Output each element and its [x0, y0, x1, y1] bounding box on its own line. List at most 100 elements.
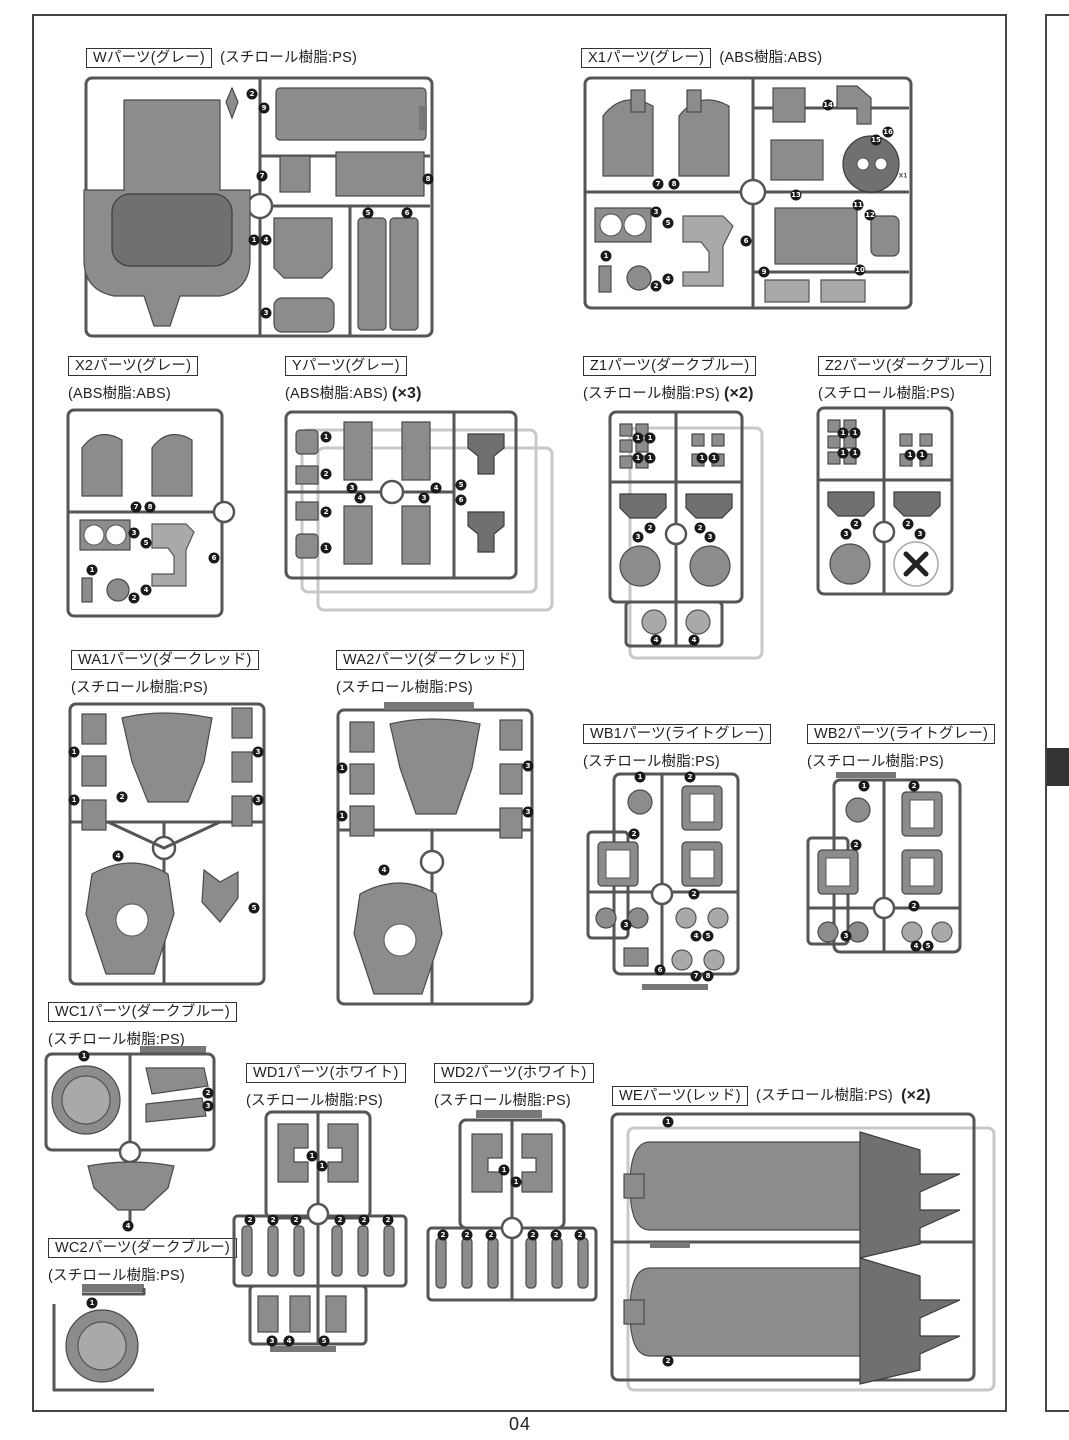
- part-number-marker: 2: [246, 88, 258, 100]
- sheet-name: WB1パーツ(ライトグレー): [583, 724, 772, 744]
- svg-text:3: 3: [654, 208, 659, 216]
- part-number-marker: 1: [849, 427, 861, 439]
- sheet-name: Z1パーツ(ダークブルー): [583, 356, 757, 376]
- part-number-marker: 5: [362, 207, 374, 219]
- runner-z2: [816, 406, 954, 596]
- part-number-marker: 15: [870, 134, 882, 146]
- svg-text:2: 2: [906, 520, 911, 528]
- part-number-marker: 1: [336, 762, 348, 774]
- part-number-marker: 1: [632, 432, 644, 444]
- sheet-header-wa2: WA2パーツ(ダークレッド) (スチロール樹脂:PS): [336, 650, 524, 697]
- svg-text:2: 2: [271, 1216, 276, 1224]
- part-number-marker: 3: [522, 760, 534, 772]
- sheet-material: (スチロール樹脂:PS): [48, 1268, 185, 1284]
- svg-text:2: 2: [912, 782, 917, 790]
- part-number-marker: 2: [128, 592, 140, 604]
- sheet-name: WB2パーツ(ライトグレー): [807, 724, 996, 744]
- svg-text:1: 1: [666, 1118, 671, 1126]
- svg-text:1: 1: [841, 449, 846, 457]
- part-number-marker: 9: [258, 102, 270, 114]
- part-number-marker: 2: [202, 1087, 214, 1099]
- part-number-marker: 3: [704, 531, 716, 543]
- runner-wb2: [806, 772, 962, 954]
- adjacent-page-frame: [1045, 14, 1069, 1412]
- part-number-marker: 4: [910, 940, 922, 952]
- part-number-marker: 2: [437, 1229, 449, 1241]
- svg-text:5: 5: [459, 481, 464, 489]
- sheet-multiplier: (×2): [901, 1087, 931, 1104]
- part-number-marker: 5: [922, 940, 934, 952]
- part-number-marker: 12: [864, 209, 876, 221]
- svg-text:1: 1: [648, 434, 653, 442]
- part-number-marker: 1: [248, 234, 260, 246]
- svg-text:4: 4: [692, 636, 697, 644]
- svg-text:1: 1: [72, 796, 77, 804]
- svg-text:1: 1: [252, 236, 257, 244]
- sheet-header-wc1: WC1パーツ(ダークブルー) (スチロール樹脂:PS): [48, 1002, 237, 1049]
- sheet-material: (ABS樹脂:ABS): [285, 386, 388, 402]
- svg-text:1: 1: [604, 252, 609, 260]
- svg-text:4: 4: [116, 852, 121, 860]
- svg-text:2: 2: [362, 1216, 367, 1224]
- svg-text:1: 1: [72, 748, 77, 756]
- svg-text:6: 6: [658, 966, 663, 974]
- sheet-material: (スチロール樹脂:PS): [71, 680, 208, 696]
- part-number-marker: 1: [320, 542, 332, 554]
- svg-text:2: 2: [324, 470, 329, 478]
- sheet-header-z1: Z1パーツ(ダークブルー) (スチロール樹脂:PS)(×2): [583, 356, 757, 403]
- svg-text:3: 3: [636, 533, 641, 541]
- svg-text:4: 4: [358, 494, 363, 502]
- svg-text:3: 3: [624, 921, 629, 929]
- sheet-header-y: Yパーツ(グレー) (ABS樹脂:ABS)(×3): [285, 356, 422, 403]
- sheet-material: (スチロール樹脂:PS): [755, 1088, 893, 1104]
- svg-text:2: 2: [666, 1357, 671, 1365]
- svg-text:2: 2: [854, 520, 859, 528]
- part-number-marker: 4: [283, 1335, 295, 1347]
- svg-text:4: 4: [666, 275, 671, 283]
- part-number-marker: 2: [267, 1214, 279, 1226]
- part-number-marker: 2: [688, 888, 700, 900]
- part-number-marker: 2: [684, 771, 696, 783]
- runner-wd1: [232, 1110, 408, 1352]
- svg-text:7: 7: [694, 972, 699, 980]
- sheet-name: X2パーツ(グレー): [68, 356, 199, 376]
- svg-text:14: 14: [823, 101, 833, 109]
- sheet-material: (スチロール樹脂:PS): [818, 386, 955, 402]
- sheet-name: WD1パーツ(ホワイト): [246, 1063, 406, 1083]
- svg-text:3: 3: [708, 533, 713, 541]
- svg-text:6: 6: [459, 496, 464, 504]
- part-number-marker: 2: [334, 1214, 346, 1226]
- part-number-marker: 3: [202, 1100, 214, 1112]
- part-number-marker: 1: [632, 452, 644, 464]
- runner-tag-label: X1: [899, 173, 908, 180]
- svg-text:1: 1: [320, 1162, 325, 1170]
- svg-text:4: 4: [434, 484, 439, 492]
- svg-text:6: 6: [405, 209, 410, 217]
- runner-wa1: [68, 702, 266, 986]
- part-number-marker: 4: [430, 482, 442, 494]
- sheet-material: (スチロール樹脂:PS): [220, 50, 358, 66]
- part-number-marker: 2: [320, 468, 332, 480]
- svg-text:4: 4: [287, 1337, 292, 1345]
- part-number-marker: 2: [628, 828, 640, 840]
- svg-text:1: 1: [310, 1152, 315, 1160]
- runner-we: [610, 1112, 996, 1392]
- part-number-marker: 1: [498, 1164, 510, 1176]
- part-number-marker: 6: [740, 235, 752, 247]
- sheet-header-wd2: WD2パーツ(ホワイト) (スチロール樹脂:PS): [434, 1063, 594, 1110]
- sheet-name: Yパーツ(グレー): [285, 356, 407, 376]
- part-number-marker: 4: [260, 234, 272, 246]
- svg-text:4: 4: [144, 586, 149, 594]
- svg-text:2: 2: [441, 1231, 446, 1239]
- part-number-marker: 2: [850, 839, 862, 851]
- svg-text:7: 7: [656, 180, 661, 188]
- part-number-marker: 4: [112, 850, 124, 862]
- part-number-marker: 8: [422, 173, 434, 185]
- part-number-marker: 5: [662, 217, 674, 229]
- part-number-marker: 13: [790, 189, 802, 201]
- svg-text:1: 1: [82, 1052, 87, 1060]
- svg-text:3: 3: [918, 530, 923, 538]
- sheet-header-wa1: WA1パーツ(ダークレッド) (スチロール樹脂:PS): [71, 650, 259, 697]
- part-number-marker: 3: [128, 527, 140, 539]
- part-number-marker: 7: [130, 501, 142, 513]
